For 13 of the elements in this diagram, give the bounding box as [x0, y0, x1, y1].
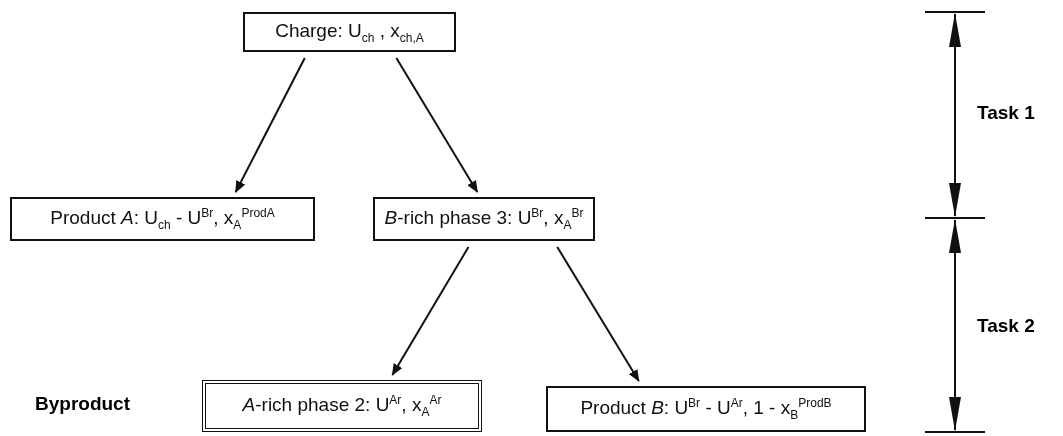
arrow — [391, 246, 470, 376]
box-text: Charge: U$_{ch}$ , x$_{ch,A}$ — [275, 19, 424, 45]
task-label: Task 1 — [977, 102, 1035, 124]
arrow — [234, 57, 306, 193]
process-box — [373, 197, 595, 241]
arrow — [395, 57, 479, 193]
side-label: Byproduct — [35, 393, 130, 415]
process-box — [202, 380, 482, 432]
process-box — [546, 386, 866, 432]
process-box — [10, 197, 315, 241]
process-box — [243, 12, 456, 52]
task-label: Task 2 — [977, 315, 1035, 337]
arrow — [556, 246, 640, 382]
